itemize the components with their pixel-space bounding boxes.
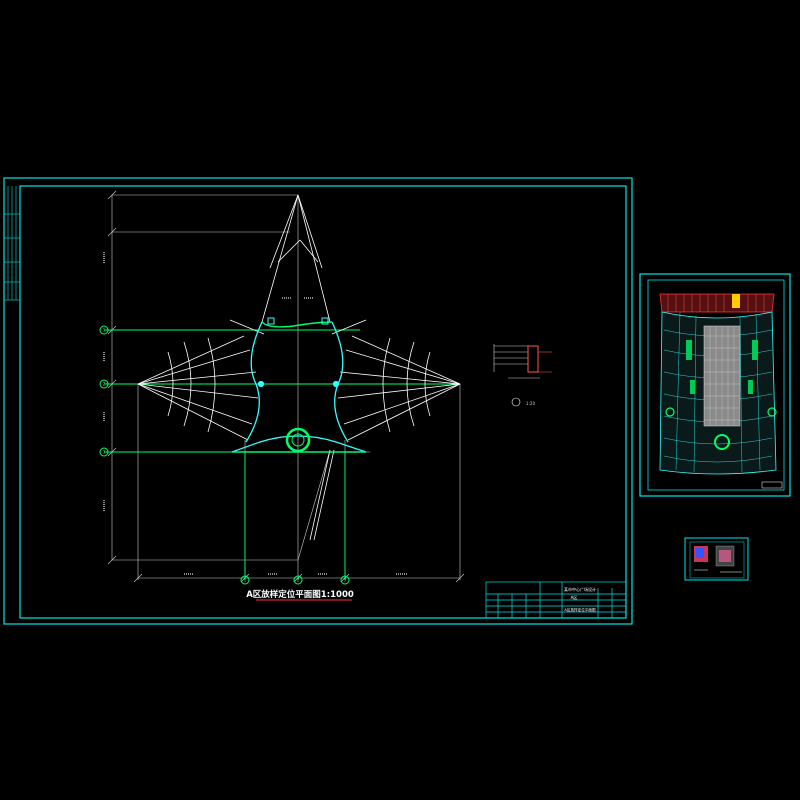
grid-markers: 1 2 3 1 2 3	[99, 325, 350, 585]
central-plaza	[231, 317, 367, 453]
grid-marker-bottom-1: 1	[240, 575, 250, 585]
grid-marker-left-1: 1	[99, 325, 109, 335]
outer-frame	[3, 177, 633, 625]
grid-marker-left-3-label: 3	[103, 450, 106, 455]
site-plan-thumbnail	[639, 273, 791, 497]
grid-marker-bottom-3-label: 3	[344, 578, 347, 583]
grid-marker-bottom-2: 2	[293, 575, 303, 585]
main-title: A区放样定位平面图1:1000	[246, 589, 354, 600]
title-block-project: 某市中心广场设计	[564, 586, 596, 592]
grid-axes	[104, 329, 460, 580]
grid-marker-bottom-3: 3	[340, 575, 350, 585]
title-block-sheet-name: A区放样定位平面图	[564, 607, 596, 612]
star-plaza-outline	[137, 194, 461, 541]
grid-marker-left-3: 3	[99, 447, 109, 457]
fountain-circle	[285, 427, 311, 453]
binding-strip	[4, 186, 20, 301]
grid-marker-left-2: 2	[99, 379, 109, 389]
grid-marker-bottom-2-label: 2	[297, 578, 300, 583]
inner-frame	[19, 185, 627, 619]
grid-marker-bottom-1-label: 1	[244, 578, 247, 583]
dimension-text-marks	[103, 252, 408, 575]
title-block	[485, 581, 627, 619]
title-block-zone: A区	[571, 595, 578, 600]
main-sheet	[3, 177, 633, 625]
grid-marker-left-1-label: 1	[103, 328, 106, 333]
detail-scale-label: 1:20	[526, 401, 535, 406]
grid-marker-left-2-label: 2	[103, 382, 106, 387]
wall-detail-section	[493, 344, 552, 407]
small-detail-thumbnail	[684, 537, 749, 581]
